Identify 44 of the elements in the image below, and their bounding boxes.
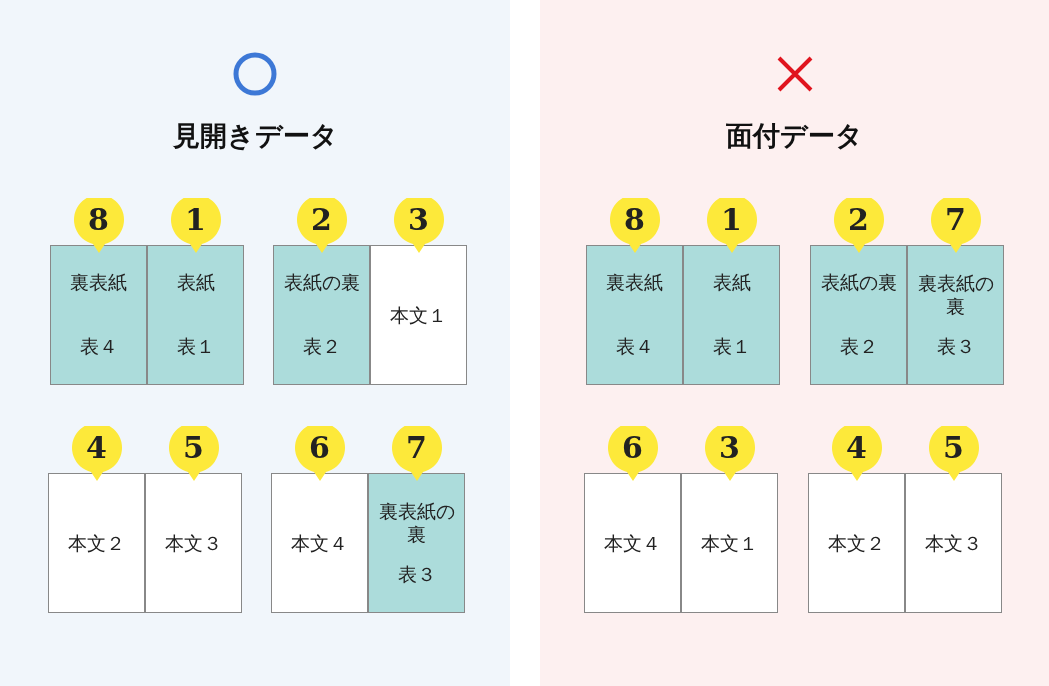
page-box <box>147 245 244 385</box>
page-label: 本文２ <box>67 532 126 555</box>
page-label: 本文４ <box>290 532 349 555</box>
page-box <box>586 245 683 385</box>
page-label: 表３ <box>396 563 437 586</box>
page-label: 表２ <box>838 335 879 358</box>
page-box <box>683 245 780 385</box>
page-box <box>808 473 905 613</box>
page-label: 裏表紙の裏 <box>377 500 456 546</box>
page-label: 表４ <box>78 335 119 358</box>
page-box <box>370 245 467 385</box>
page-box <box>584 473 681 613</box>
page-label: 本文３ <box>164 532 223 555</box>
page-label: 表１ <box>711 335 752 358</box>
panel-background <box>0 0 510 686</box>
page-box <box>368 473 465 613</box>
page-label: 表３ <box>935 335 976 358</box>
page-label: 本文１ <box>700 532 759 555</box>
page-box <box>50 245 147 385</box>
page-box <box>271 473 368 613</box>
page-label: 表４ <box>614 335 655 358</box>
page-box <box>810 245 907 385</box>
page-label: 本文２ <box>827 532 886 555</box>
page-label: 表紙 <box>711 271 752 294</box>
page-label: 裏表紙の裏 <box>916 272 995 318</box>
page-label: 表２ <box>301 335 342 358</box>
page-label: 本文１ <box>389 304 448 327</box>
page-label: 表紙の裏 <box>819 271 898 294</box>
page-box <box>273 245 370 385</box>
page-box <box>681 473 778 613</box>
panel-background <box>540 0 1049 686</box>
page-label: 裏表紙 <box>605 271 664 294</box>
page-label: 表紙 <box>175 271 216 294</box>
page-box <box>48 473 145 613</box>
panel-heading: 見開きデータ <box>171 119 339 153</box>
page-box <box>907 245 1004 385</box>
panel-heading: 面付データ <box>725 119 864 153</box>
page-label: 本文３ <box>924 532 983 555</box>
page-box <box>905 473 1002 613</box>
page-label: 本文４ <box>603 532 662 555</box>
page-box <box>145 473 242 613</box>
page-label: 裏表紙 <box>69 271 128 294</box>
page-label: 表紙の裏 <box>282 271 361 294</box>
page-label: 表１ <box>175 335 216 358</box>
